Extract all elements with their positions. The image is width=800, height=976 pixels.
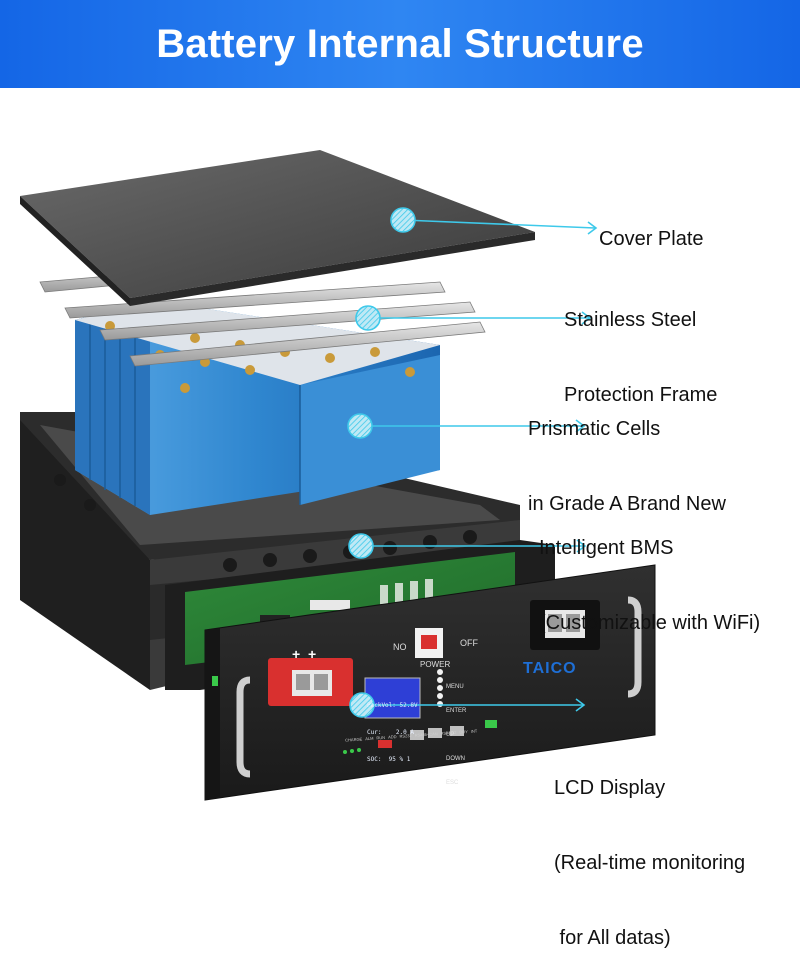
- callout-bms: Intelligent BMS (Customizable with WiFi): [539, 486, 760, 661]
- lcd-text: PackVol: 52.8V Cur: 2.0 A SOC: 95 % 1: [367, 683, 418, 773]
- terminal-plus-1: +: [292, 648, 300, 660]
- callout-frame-line-1: Stainless Steel: [564, 308, 717, 333]
- callout-bms-line-2: (Customizable with WiFi): [539, 611, 760, 636]
- bms-marker: [349, 534, 373, 558]
- cells-marker: [348, 414, 372, 438]
- menu-label-enter: ENTER: [446, 707, 466, 715]
- port-label-int: INT: [471, 728, 478, 733]
- callout-lcd-line-2: (Real-time monitoring: [554, 851, 745, 876]
- menu-label-menu: MENU: [446, 683, 466, 691]
- callout-lcd-line-1: LCD Display: [554, 776, 745, 801]
- callout-cover-line-1: Cover Plate: [599, 227, 704, 252]
- port-label-alm: ALM: [365, 736, 374, 742]
- cover-plate-marker: [391, 208, 415, 232]
- terminal-plus-2: +: [308, 648, 316, 660]
- title-banner: Battery Internal Structure: [0, 0, 800, 88]
- callout-lcd-line-3: for All datas): [554, 926, 745, 951]
- port-label-run: RUN: [376, 735, 385, 741]
- brand-logo: TAICO: [523, 660, 577, 678]
- page-title: Battery Internal Structure: [156, 22, 644, 67]
- menu-label-down: DOWN: [446, 755, 466, 763]
- port-label-add: ADD: [388, 734, 397, 740]
- switch-off-label: OFF: [460, 638, 478, 648]
- callout-cells-line-1: Prismatic Cells: [528, 417, 726, 442]
- switch-on-label: NO: [393, 642, 407, 652]
- port-label-rs232: RS232: [399, 733, 412, 739]
- menu-label-esc: ESC: [446, 779, 466, 787]
- port-label-dry: DRY: [459, 729, 468, 735]
- lcd-line-3: SOC: 95 % 1: [367, 755, 418, 764]
- callout-bms-line-1: Intelligent BMS: [539, 536, 760, 561]
- frame-marker: [356, 306, 380, 330]
- callout-lcd-display: LCD Display (Real-time monitoring for Al…: [554, 726, 745, 976]
- lcd-line-1: PackVol: 52.8V: [367, 701, 418, 710]
